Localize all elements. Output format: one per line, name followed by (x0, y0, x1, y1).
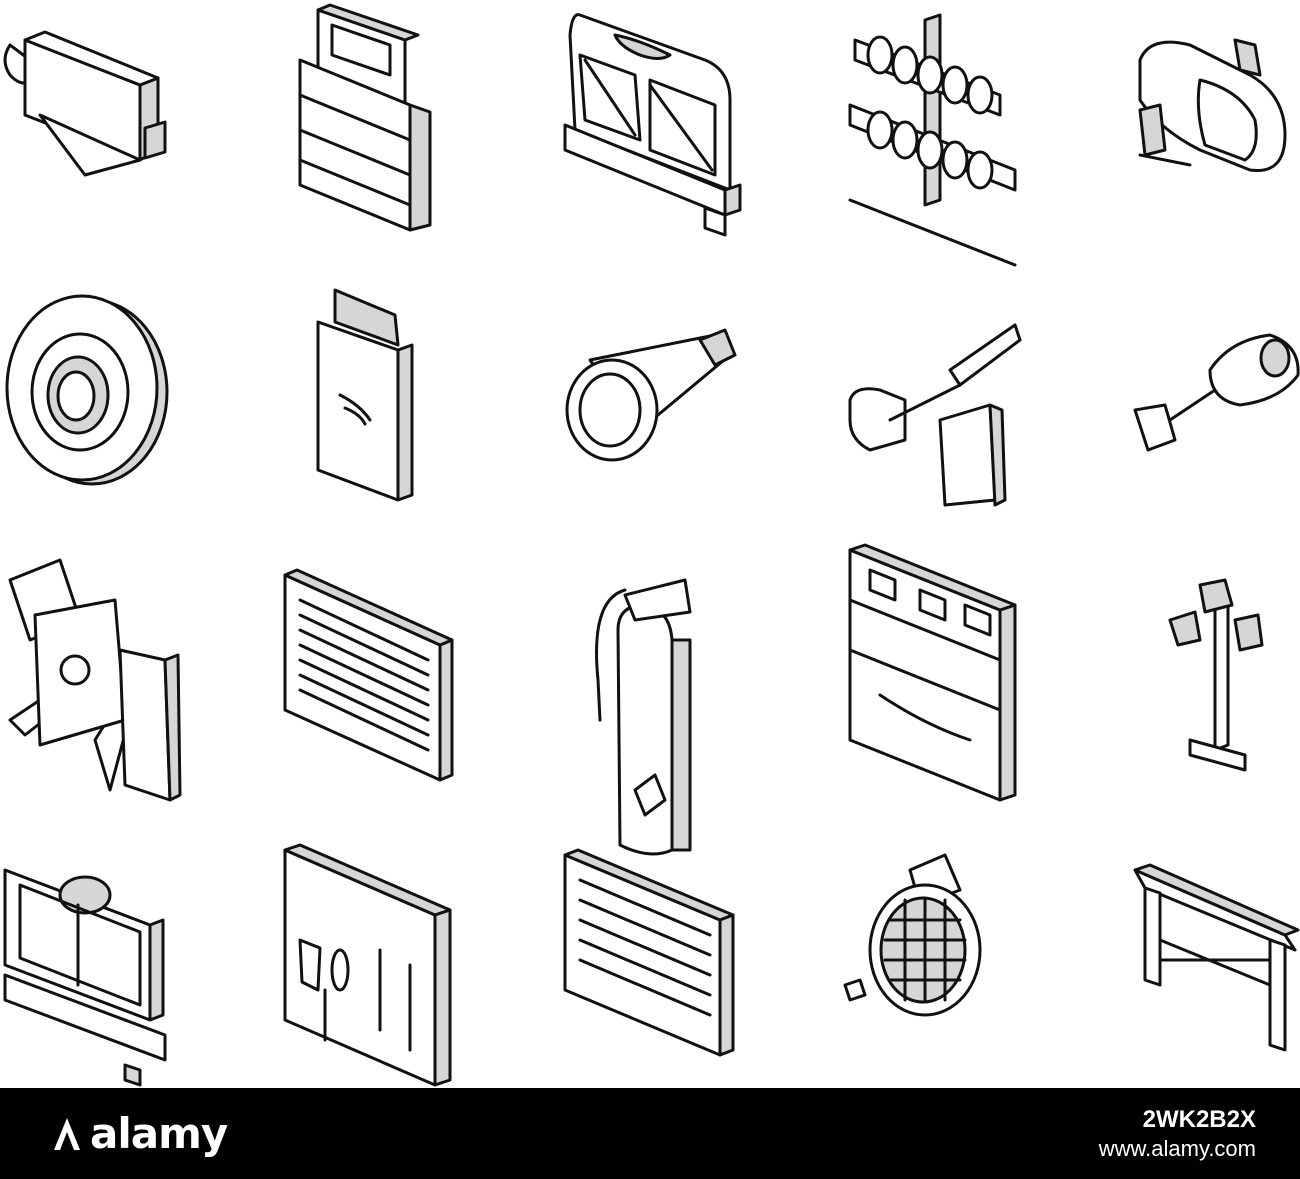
tape-roll-icon (5, 294, 169, 486)
kitchen-scale-icon (1138, 38, 1287, 173)
banner-info: 2WK2B2X www.alamy.com (1099, 1105, 1256, 1163)
lamp-post-icon (1168, 578, 1264, 772)
printer-icon (316, 288, 414, 502)
flashlight-icon (565, 328, 737, 462)
tv-stand-icon (3, 868, 167, 1087)
storage-cabinet-icon (848, 543, 1017, 802)
air-vent-icon (283, 568, 454, 782)
cordless-drill-icon (848, 323, 1022, 507)
icon-grid-svg (3, 3, 1300, 1087)
hand-mixer-icon (1133, 333, 1300, 452)
image-id: 2WK2B2X (1142, 1105, 1256, 1133)
fire-extinguisher-icon (595, 578, 692, 856)
spice-rack-icon (848, 13, 1017, 267)
ceiling-fan-icon (8, 558, 182, 802)
site-url: www.alamy.com (1098, 1135, 1256, 1161)
ruler-square-icon (3, 30, 167, 177)
heating-grate-icon (563, 848, 735, 1057)
brand-logo: alamy (50, 1109, 228, 1158)
alamy-logo-icon (54, 1117, 80, 1150)
isometric-icon-grid (3, 3, 1300, 1087)
sandwich-maker-icon (563, 13, 742, 237)
cutlery-drawer-icon (283, 843, 452, 1087)
workbench-icon (1133, 863, 1300, 1052)
watermark-banner: alamy 2WK2B2X www.alamy.com (0, 1088, 1300, 1179)
tennis-racket-icon (843, 853, 982, 1017)
file-tray-icon (298, 3, 432, 232)
brand-name: alamy (90, 1109, 228, 1158)
